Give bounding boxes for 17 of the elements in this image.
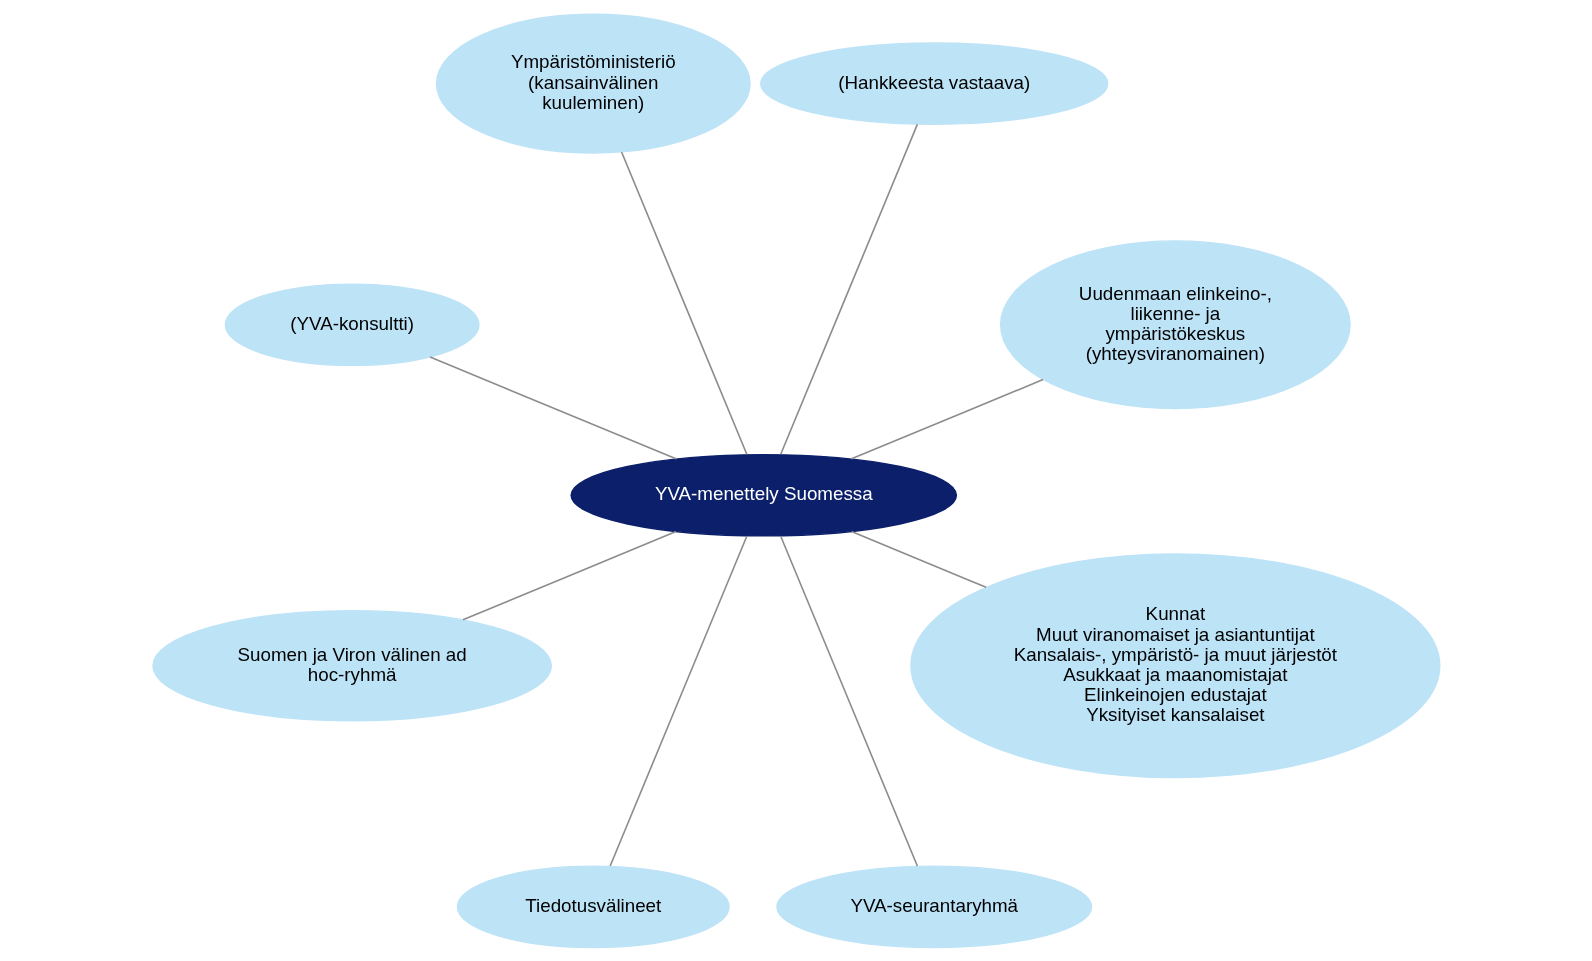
connector bbox=[608, 534, 748, 867]
node-ellipse: Tiedotusvälineet bbox=[456, 865, 730, 948]
connector bbox=[850, 530, 987, 588]
node-ellipse: Kunnat Muut viranomaiset ja asiantuntijat Kansalais-, ympäristö- ja muut järjestöt Asukkaat ja maanomistajat Elinkeinojen edustajat Yksityiset kansalaiset bbox=[909, 552, 1440, 778]
connector bbox=[779, 123, 918, 455]
node-ellipse: Ympäristöministeriö (kansainvälinen kuuleminen) bbox=[435, 13, 751, 154]
node-ellipse: Uudenmaan elinkeino-, liikenne- ja ympäristökeskus (yhteysviranomainen) bbox=[999, 239, 1351, 409]
connector bbox=[620, 150, 748, 455]
node-ellipse: YVA-menettely Suomessa bbox=[569, 453, 957, 537]
connector bbox=[461, 530, 677, 621]
node-ellipse: (Hankkeesta vastaava) bbox=[759, 41, 1108, 125]
connector bbox=[779, 534, 918, 867]
node-ellipse: YVA-seurantaryhmä bbox=[775, 865, 1092, 948]
connector bbox=[850, 378, 1044, 460]
connector bbox=[428, 355, 677, 460]
node-ellipse: Suomen ja Viron välinen ad hoc-ryhmä bbox=[151, 609, 552, 721]
node-ellipse: (YVA-konsultti) bbox=[224, 282, 480, 366]
